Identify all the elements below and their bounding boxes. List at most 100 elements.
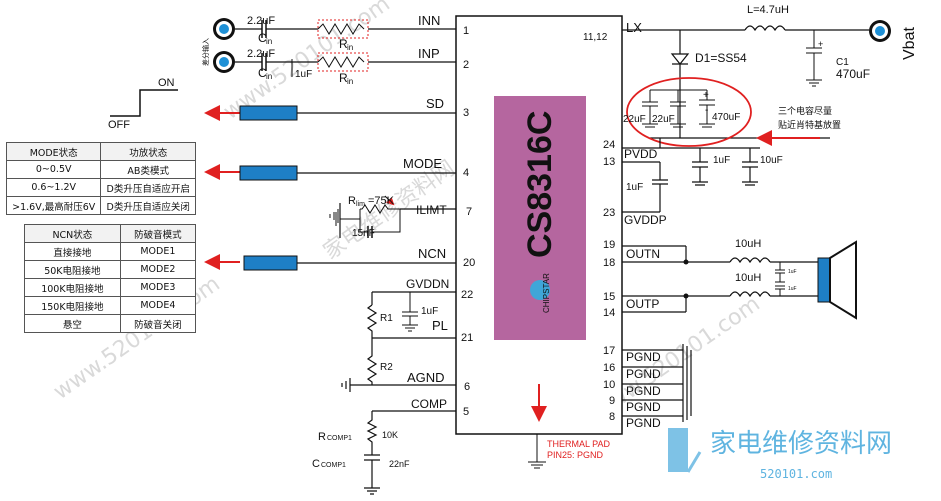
pgnd-label-2: PGND <box>626 367 661 381</box>
table-cell: >1.6V,最高耐压6V <box>5 196 102 215</box>
cap-22uf-a: 22uF <box>623 114 646 125</box>
pgnd-num-2: 16 <box>603 362 615 374</box>
pgnd-num-1: 17 <box>603 345 615 357</box>
table-cell: D类升压自适应关闭 <box>100 196 196 215</box>
cin-val-2: 2.2uF <box>247 48 275 60</box>
cap-minus: - <box>705 105 708 116</box>
cin-val-1: 2.2uF <box>247 15 275 27</box>
c1-plus: + <box>818 39 823 49</box>
table-cell: 功放状态 <box>100 142 196 161</box>
ccomp-val: 22nF <box>389 459 410 469</box>
cap-pvdd-2: 10uF <box>760 155 783 166</box>
pin-outp-num2: 14 <box>603 307 615 319</box>
pin-outn-num1: 19 <box>603 239 615 251</box>
cap-group-highlight <box>626 77 752 147</box>
pgnd-label-1: PGND <box>626 350 661 364</box>
table-cell: 0.6~1.2V <box>5 178 102 197</box>
pgnd-num-5: 8 <box>609 411 615 423</box>
pin-ncn-num: 20 <box>463 257 475 269</box>
inp-cap-val: 1uF <box>295 69 312 80</box>
r1-label: R1 <box>380 313 393 324</box>
pin-ilimt-label: ILIMT <box>416 203 447 217</box>
rcomp-sub: COMP1 <box>327 435 352 442</box>
cin-sub-1: in <box>266 37 272 46</box>
cin-label-2: C <box>258 66 267 80</box>
site-logo: 家电维修资料网 520101.com <box>668 428 892 481</box>
pin-ilimt-num: 7 <box>466 206 472 218</box>
cap-out2: 1uF <box>788 286 797 292</box>
pin-ncn-label: NCN <box>418 246 446 261</box>
table-cell: AB类模式 <box>100 160 196 179</box>
rin-label-1: R <box>339 37 348 51</box>
pin-sd-label: SD <box>426 96 444 111</box>
d1-label: D1=SS54 <box>695 51 747 65</box>
table-cell: 50K电阻接地 <box>24 260 121 279</box>
speaker-icon <box>817 240 857 320</box>
pin-inp-label: INP <box>418 46 440 61</box>
pin-agnd-label: AGND <box>407 370 445 385</box>
pin-gvddp-num: 23 <box>603 207 615 219</box>
rin-sub-1: in <box>347 43 353 52</box>
pin-pvdd-num2: 13 <box>603 156 615 168</box>
pgnd-num-3: 10 <box>603 379 615 391</box>
pgnd-label-3: PGND <box>626 384 661 398</box>
pin-pvdd-num1: 24 <box>603 139 615 151</box>
logo-url: 520101.com <box>760 467 832 481</box>
pin-outn-num2: 18 <box>603 257 615 269</box>
table-cell: MODE4 <box>119 296 197 315</box>
on-off-step <box>110 89 178 117</box>
pin-inn-num: 1 <box>463 25 469 37</box>
pin-comp-label: COMP <box>411 397 447 411</box>
table-row: MODE状态功放状态 <box>5 142 196 161</box>
pin-pl-num: 21 <box>461 332 473 344</box>
sd-connector <box>239 105 298 121</box>
cap-22uf-b: 22uF <box>652 114 675 125</box>
on-label: ON <box>158 77 175 89</box>
cap-470uf: 470uF <box>712 112 740 123</box>
cap-gvddp: 1uF <box>626 182 643 193</box>
chipstar-logo <box>530 280 550 300</box>
pin-outn-label: OUTN <box>626 247 660 261</box>
ncn-connector <box>243 255 298 271</box>
chip-name: CS8316C <box>521 111 559 258</box>
table-cell: 防破音关闭 <box>119 314 197 333</box>
rlim-label: R <box>348 195 356 207</box>
table-cell: MODE2 <box>119 260 197 279</box>
table-cell: 直接接地 <box>24 242 121 261</box>
pin-outp-label: OUTP <box>626 297 659 311</box>
vbat-jack <box>869 20 891 42</box>
table-row: NCN状态防破音模式 <box>24 224 197 243</box>
pin-agnd-num: 6 <box>464 381 470 393</box>
cap-pvdd-1: 1uF <box>713 155 730 166</box>
mode-connector <box>239 165 298 181</box>
cin-sub-2: in <box>266 72 272 81</box>
pin-mode-label: MODE <box>403 156 442 171</box>
table-cell: MODE3 <box>119 278 197 297</box>
c1-val: 470uF <box>836 67 870 81</box>
table-cell: MODE状态 <box>5 142 102 161</box>
rlim-sub: lim <box>356 201 365 208</box>
pgnd-label-4: PGND <box>626 400 661 414</box>
pin-gvddn-label: GVDDN <box>406 277 449 291</box>
ccomp-sub: COMP1 <box>321 462 346 469</box>
chip-brand: CHIPSTAR <box>542 273 551 313</box>
input-jack-inn <box>213 18 235 40</box>
input-jack-inp <box>213 51 235 73</box>
diff-input-label: 差分输入 <box>201 38 210 66</box>
pin-gvddp-label: GVDDP <box>624 213 667 227</box>
thermal-pin-label: PIN25: PGND <box>547 450 604 460</box>
rcomp-label: R <box>318 431 326 443</box>
table-cell: MODE1 <box>119 242 197 261</box>
c15n-label: 15nF <box>352 228 375 239</box>
pin-gvddn-num: 22 <box>461 289 473 301</box>
vbat-label: Vbat <box>901 27 918 60</box>
table-cell: 150K电阻接地 <box>24 296 121 315</box>
pin-sd-num: 3 <box>463 107 469 119</box>
table-cell: 悬空 <box>24 314 121 333</box>
cap-out1: 1uF <box>788 269 797 275</box>
